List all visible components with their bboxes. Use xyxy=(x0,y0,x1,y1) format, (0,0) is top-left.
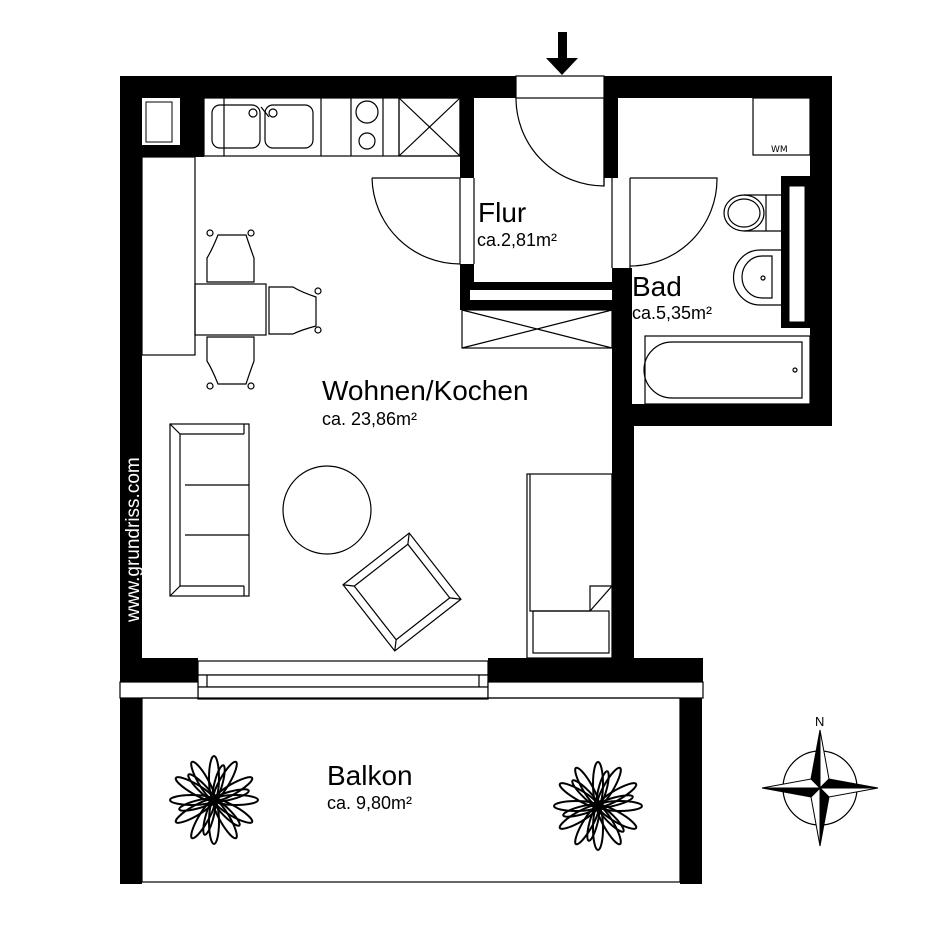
room-name-flur: Flur xyxy=(478,197,526,228)
chair-icon xyxy=(206,336,255,390)
chair-icon xyxy=(268,286,322,335)
walls xyxy=(120,76,832,884)
armchair xyxy=(342,532,462,652)
storage-cabinet xyxy=(461,309,613,349)
room-name-bad: Bad xyxy=(632,271,682,302)
dining-table xyxy=(194,283,267,336)
watermark-text: www.grundriss.com xyxy=(123,457,144,623)
room-area-bad: ca.5,35m² xyxy=(632,303,712,323)
washing-machine: WM xyxy=(752,97,811,156)
bathtub-icon xyxy=(643,335,811,405)
sink-icon xyxy=(211,104,314,149)
room-area-flur: ca.2,81m² xyxy=(477,230,557,250)
stove-icon xyxy=(355,100,379,150)
fridge-icon xyxy=(398,97,461,157)
plant-icon xyxy=(169,755,259,845)
washbasin-icon xyxy=(732,249,781,306)
sofa xyxy=(169,423,250,597)
coffee-table xyxy=(282,465,372,555)
balcony-floor xyxy=(141,697,681,883)
compass-north-label: N xyxy=(815,714,824,729)
chair-icon xyxy=(206,229,255,283)
plant-icon xyxy=(553,761,643,851)
entrance-door xyxy=(515,75,605,187)
kitchen-counter xyxy=(203,97,461,157)
door-bathroom xyxy=(611,177,718,268)
entrance-arrow-icon xyxy=(546,32,578,75)
bed xyxy=(526,473,613,659)
compass-icon: N xyxy=(761,714,879,847)
toilet-icon xyxy=(723,194,781,232)
room-area-balkon: ca. 9,80m² xyxy=(327,793,412,813)
balcony-window xyxy=(119,660,704,700)
door-kitchen xyxy=(371,177,475,265)
wardrobe xyxy=(141,156,196,356)
room-name-balkon: Balkon xyxy=(327,760,413,791)
room-area-wohnen-kochen: ca. 23,86m² xyxy=(322,409,417,429)
washing-machine-label: WM xyxy=(771,145,788,155)
room-name-wohnen-kochen: Wohnen/Kochen xyxy=(322,375,529,406)
